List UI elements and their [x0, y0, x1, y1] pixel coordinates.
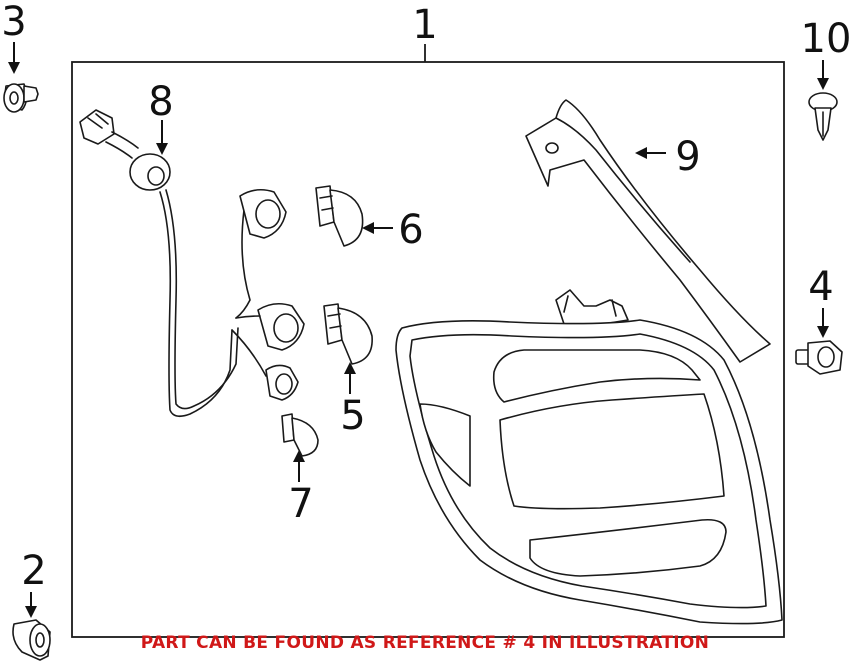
- arrow-7: [293, 450, 305, 482]
- arrow-4: [817, 308, 829, 338]
- bulb-part-5: [323, 303, 373, 365]
- trim-strip-part-9: [525, 99, 771, 363]
- bolt-part-4: [795, 340, 843, 375]
- callout-8: 8: [148, 79, 173, 125]
- arrow-5: [344, 362, 356, 394]
- arrow-8: [156, 120, 168, 155]
- grommet-part-2: [12, 619, 51, 661]
- callout-5: 5: [340, 393, 365, 439]
- grommet-part-3: [3, 83, 39, 113]
- callout-2: 2: [21, 548, 46, 594]
- arrow-3: [8, 42, 20, 74]
- callout-6: 6: [398, 207, 423, 253]
- callout-1: 1: [412, 2, 437, 48]
- callout-9: 9: [675, 134, 700, 180]
- arrow-2: [25, 592, 37, 618]
- footer-note: PART CAN BE FOUND AS REFERENCE # 4 IN IL…: [140, 633, 710, 653]
- callout-3: 3: [1, 0, 26, 45]
- callout-4: 4: [808, 264, 833, 310]
- wire-harness-part-8: [79, 109, 305, 418]
- assembly-frame: [71, 61, 785, 638]
- bulb-part-6: [315, 185, 364, 247]
- bulb-part-7: [281, 413, 319, 457]
- callout-10: 10: [801, 16, 850, 62]
- callout-7: 7: [288, 481, 313, 527]
- tail-lamp-housing-part-1: [395, 289, 783, 625]
- arrow-9: [635, 147, 666, 159]
- arrow-10: [817, 60, 829, 90]
- arrow-6: [362, 222, 393, 234]
- push-clip-part-10: [808, 92, 838, 141]
